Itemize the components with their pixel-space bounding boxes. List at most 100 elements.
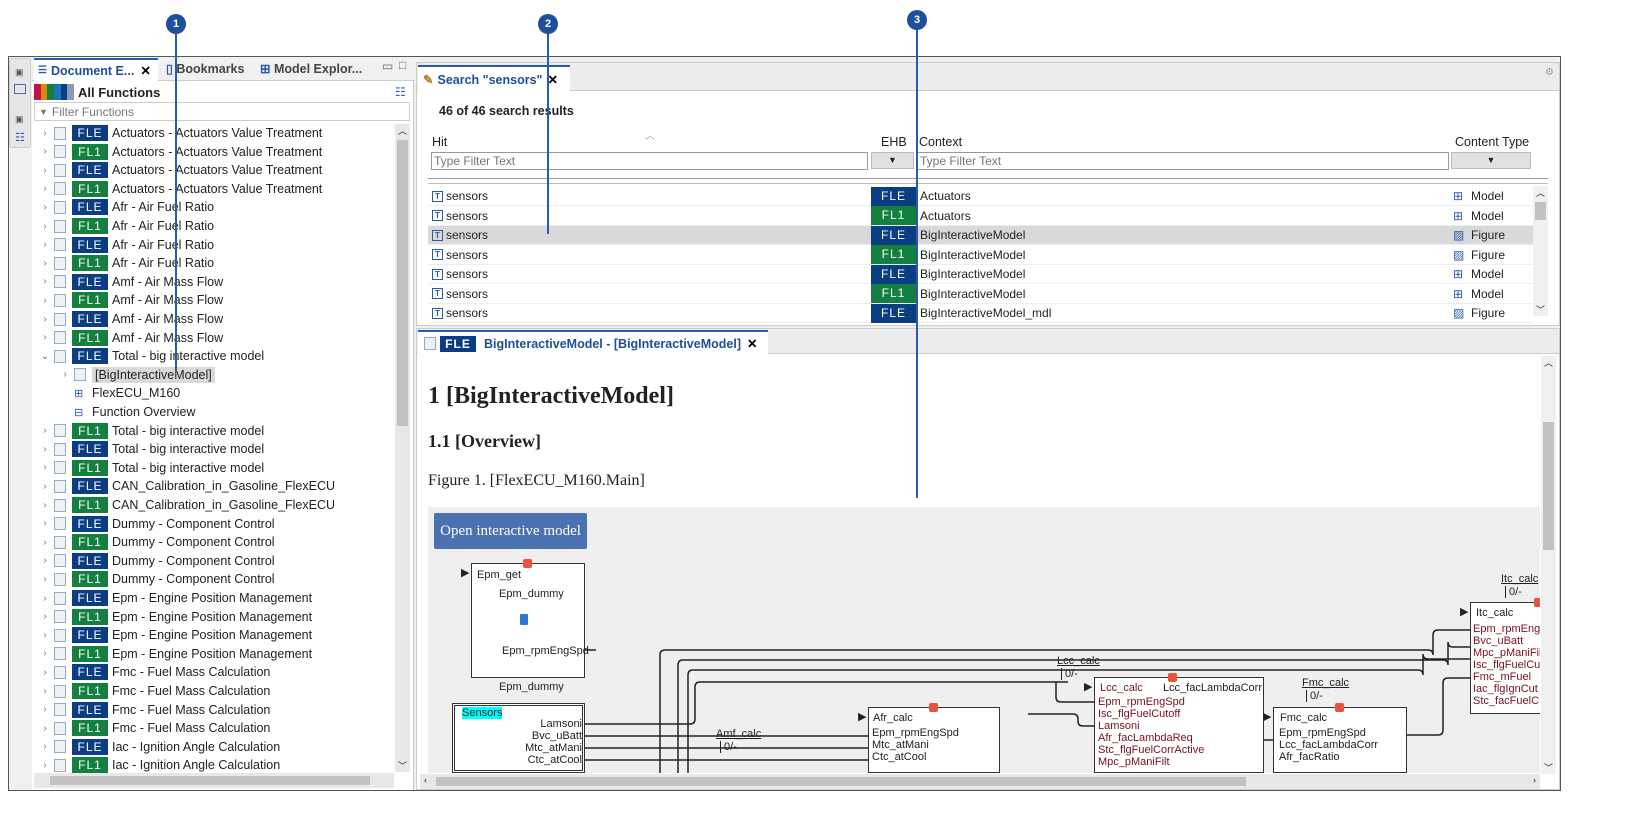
minimize-button[interactable]: ▭ [382, 59, 394, 73]
epm-dummy-block[interactable] [471, 563, 585, 678]
chevron-right-icon[interactable]: › [43, 592, 47, 604]
chevron-right-icon[interactable]: › [43, 611, 47, 623]
outline-icon[interactable]: ☷ [15, 132, 25, 144]
tree-horizontal-scrollbar[interactable] [34, 773, 394, 788]
chevron-right-icon[interactable]: › [43, 666, 47, 678]
fmc-calc-block[interactable] [1273, 707, 1407, 773]
tree-vertical-scrollbar[interactable]: ︿﹀ [395, 124, 410, 772]
hit-filter-input[interactable] [431, 152, 868, 170]
tree-item[interactable]: ⊟Function Overview [74, 405, 196, 419]
itc-calc-block[interactable] [1470, 602, 1540, 714]
table-icon[interactable] [14, 84, 26, 94]
tab-big-interactive-model[interactable]: FLE BigInteractiveModel - [BigInteractiv… [418, 330, 768, 355]
chevron-right-icon[interactable]: › [43, 741, 47, 753]
tab-model-explorer[interactable]: ⊞ Model Explor... [260, 62, 363, 76]
chevron-right-icon[interactable]: › [43, 685, 47, 697]
chevron-right-icon[interactable]: › [43, 294, 47, 306]
tab-search-sensors[interactable]: ✎Search "sensors"✕ [418, 65, 570, 92]
lcc-calc-block[interactable] [1094, 677, 1264, 773]
chevron-right-icon[interactable]: › [43, 518, 47, 530]
chevron-right-icon[interactable]: › [43, 462, 47, 474]
chevron-right-icon[interactable]: › [43, 164, 47, 176]
chevron-right-icon[interactable]: › [43, 629, 47, 641]
chevron-right-icon[interactable]: › [43, 201, 47, 213]
tree-item[interactable]: ›[BigInteractiveModel] [58, 366, 215, 384]
filter-functions-input[interactable]: ▼Filter Functions [34, 102, 410, 121]
chevron-down-icon[interactable]: ⌄ [40, 350, 50, 362]
content-type-filter-button[interactable]: ▼ [1451, 152, 1531, 169]
chevron-right-icon[interactable]: › [43, 536, 47, 548]
chevron-right-icon[interactable]: › [43, 239, 47, 251]
open-interactive-model-button[interactable]: Open interactive model [434, 513, 587, 549]
tab-bookmarks[interactable]: ▯ Bookmarks [166, 62, 245, 76]
chevron-right-icon[interactable]: › [43, 220, 47, 232]
chevron-right-icon[interactable]: › [43, 573, 47, 585]
chevron-right-icon[interactable]: › [43, 704, 47, 716]
maximize-button[interactable]: □ [399, 58, 407, 72]
chevron-right-icon[interactable]: › [43, 648, 47, 660]
restore-icon[interactable]: ▣ [15, 114, 24, 124]
chevron-right-icon[interactable]: › [43, 257, 47, 269]
chevron-right-icon[interactable]: › [43, 425, 47, 437]
close-icon[interactable]: ✕ [547, 73, 558, 87]
chevron-right-icon[interactable]: › [43, 276, 47, 288]
chevron-right-icon[interactable]: › [43, 499, 47, 511]
chevron-right-icon[interactable]: › [43, 332, 47, 344]
column-header-content-type[interactable]: Content Type [1455, 135, 1530, 149]
chevron-right-icon[interactable]: › [43, 722, 47, 734]
restore-icon[interactable]: ▣ [15, 67, 24, 77]
close-icon[interactable]: ✕ [746, 337, 758, 351]
editor-horizontal-scrollbar[interactable]: ‹› [420, 774, 1540, 789]
list-view-icon[interactable]: ☷ [395, 85, 406, 99]
chevron-right-icon[interactable]: › [63, 369, 67, 381]
chevron-right-icon[interactable]: › [43, 443, 47, 455]
close-icon[interactable]: ✕ [140, 64, 151, 78]
tab-document-explorer[interactable]: ☰Document E... ✕ [34, 58, 158, 81]
chevron-right-icon[interactable]: › [43, 555, 47, 567]
editor-vertical-scrollbar[interactable]: ︿﹀ [1541, 356, 1556, 774]
chevron-right-icon[interactable]: › [43, 480, 47, 492]
results-vertical-scrollbar[interactable]: ︿﹀ [1533, 186, 1548, 316]
ehb-filter-button[interactable]: ▼ [871, 152, 914, 169]
tree-item[interactable]: ⊞FlexECU_M160 [74, 386, 181, 401]
context-filter-input[interactable] [917, 152, 1449, 170]
column-header-hit[interactable]: Hit [432, 135, 448, 149]
chevron-right-icon[interactable]: › [43, 146, 47, 158]
